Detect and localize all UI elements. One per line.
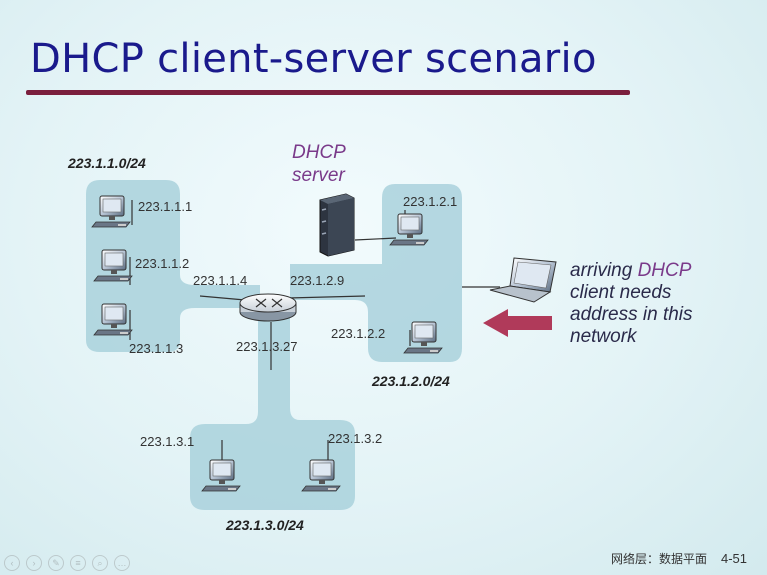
pen-icon[interactable]: ✎ xyxy=(48,555,64,571)
address-label: 223.1.1.4 xyxy=(193,273,247,288)
address-label: 223.1.1.2 xyxy=(135,256,189,271)
arrow-icon xyxy=(483,309,552,337)
address-label: 223.1.2.1 xyxy=(403,194,457,209)
title-underline xyxy=(26,90,630,95)
client-text-line1: arriving DHCP xyxy=(570,260,692,281)
next-icon[interactable]: › xyxy=(26,555,42,571)
client-text-line3: address in this xyxy=(570,304,693,325)
laptop-icon xyxy=(489,257,557,303)
prev-icon[interactable]: ‹ xyxy=(4,555,20,571)
network-label-2: 223.1.2.0/24 xyxy=(371,373,450,389)
address-label: 223.1.2.9 xyxy=(290,273,344,288)
network-label-3: 223.1.3.0/24 xyxy=(225,517,304,533)
address-label: 223.1.1.1 xyxy=(138,199,192,214)
client-text-line4: network xyxy=(570,326,638,347)
chapter-label: 网络层：数据平面 xyxy=(610,552,707,566)
address-label: 223.1.2.2 xyxy=(331,326,385,341)
server-label-line1: DHCP xyxy=(292,142,346,163)
zoom-icon[interactable]: ⌕ xyxy=(92,555,108,571)
client-text-line2: client needs xyxy=(570,282,672,303)
server-label-line2: server xyxy=(292,165,345,186)
more-icon[interactable]: … xyxy=(114,555,130,571)
address-label: 223.1.3.1 xyxy=(140,434,194,449)
router-icon xyxy=(239,293,297,322)
slide-title: DHCP client-server scenario xyxy=(30,36,597,82)
page-number: 4-51 xyxy=(720,551,747,566)
server-icon xyxy=(319,193,355,257)
address-label: 223.1.3.27 xyxy=(236,339,297,354)
slide-footer: 网络层：数据平面 4-51 xyxy=(611,550,747,567)
address-label: 223.1.1.3 xyxy=(129,341,183,356)
menu-icon[interactable]: ≡ xyxy=(70,555,86,571)
address-label: 223.1.3.2 xyxy=(328,431,382,446)
slide-toolbar: ‹ › ✎ ≡ ⌕ … xyxy=(4,555,130,571)
network-label-1: 223.1.1.0/24 xyxy=(67,155,146,171)
